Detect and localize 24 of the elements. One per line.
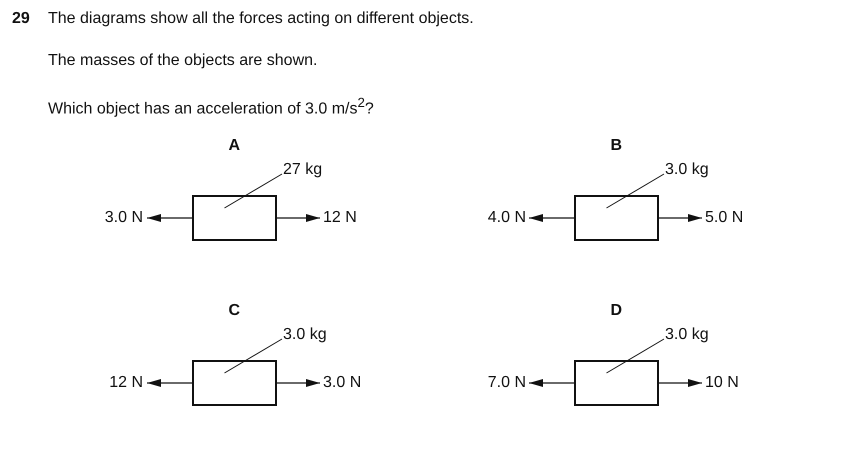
leader-line [224,338,282,374]
force-label: 7.0 N [488,374,526,392]
mass-label: 3.0 kg [283,326,327,344]
force-label: 12 N [109,374,143,392]
mass-label: 3.0 kg [665,161,709,179]
mass-label: 27 kg [283,161,322,179]
leader-line [606,338,664,374]
object-letter: B [610,137,622,155]
force-label: 5.0 N [705,209,744,227]
question-text: The diagrams show all the forces acting on different objects. [48,10,474,28]
question-number: 29 [12,10,30,28]
object-letter: D [610,302,622,320]
leader-line [606,174,664,208]
question-text: The masses of the objects are shown. [48,52,318,70]
question-text: Which object has an acceleration of 3.0 m/s$^{2}$? [48,94,374,118]
object-letter: A [228,137,240,155]
force-label: 3.0 N [104,209,143,227]
force-label: 12 N [323,209,357,227]
object-letter: C [228,302,240,320]
force-label: 4.0 N [488,209,526,227]
force-label: 3.0 N [323,374,362,392]
leader-line [224,174,282,208]
mass-label: 3.0 kg [665,326,709,344]
force-label: 10 N [705,374,739,392]
